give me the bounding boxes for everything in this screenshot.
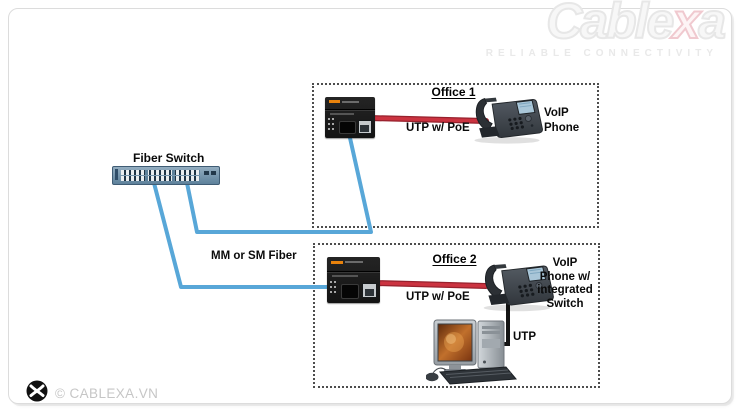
converter-status-leds <box>330 280 338 297</box>
pc-drive-bay <box>482 331 500 334</box>
voip-phone-office2 <box>483 264 554 312</box>
caption-line: integrated <box>537 284 593 296</box>
phone-line-button <box>541 291 545 294</box>
office2-box <box>313 243 600 388</box>
phone-screen <box>515 99 536 115</box>
footer-copyright: © CABLEXA.VN <box>55 386 159 401</box>
phone-base <box>479 126 500 138</box>
rj45-port <box>357 119 372 134</box>
monitor-stand <box>449 365 461 369</box>
phone-handset <box>484 264 503 298</box>
desktop-computer <box>426 319 518 385</box>
switch-port-row-top <box>121 170 200 175</box>
caption-line: Phone <box>544 122 580 134</box>
logo-text-prefix: Cable <box>545 0 675 50</box>
converter-brand-text <box>345 261 364 264</box>
pc-power-button <box>483 360 486 364</box>
utp-poe-label-office1: UTP w/ PoE <box>406 122 470 134</box>
pc-screen-glow <box>446 334 456 344</box>
media-converter-office1 <box>325 97 375 138</box>
phone-hook <box>494 264 507 269</box>
footer-icon-x-stroke <box>29 384 45 397</box>
phone-keypad <box>518 283 535 298</box>
pc-mouse <box>426 372 439 382</box>
converter-lid-seam <box>327 270 380 273</box>
converter-model-text <box>332 275 358 278</box>
utp-poe-cable-office2 <box>373 281 488 288</box>
converter-brand-mark <box>329 100 340 104</box>
keyboard-keys <box>445 369 512 378</box>
office1-box <box>312 83 599 228</box>
fiber-cable-office2 <box>152 181 352 289</box>
caption-line: Phone w/ <box>539 270 591 283</box>
converter-brand-mark <box>331 260 343 264</box>
fiber-switch-label: Fiber Switch <box>133 151 205 165</box>
phone-nav-button <box>535 281 543 290</box>
voip-phone-caption-office1: VoIP Phone <box>544 106 579 136</box>
phone-nav-button <box>524 115 532 122</box>
phone-hook <box>484 97 497 103</box>
converter-status-leds <box>328 118 336 132</box>
phone-base <box>488 293 510 306</box>
phone-screen-lines <box>519 102 532 108</box>
media-converter-office2 <box>327 257 380 303</box>
rj45-port <box>361 282 377 298</box>
voip-phone-office1 <box>474 97 543 144</box>
phone-shadow <box>474 137 540 144</box>
voip-phone-caption-office2: VoIP Phone w/ integrated Switch <box>527 257 603 311</box>
caption-line: VoIP <box>544 107 569 119</box>
phone-handset <box>475 98 493 131</box>
utp-poe-cable-office1 <box>367 116 488 123</box>
fiber-cable-office1 <box>185 118 373 234</box>
pc-screen <box>437 323 473 362</box>
cablexa-footer-icon <box>26 380 48 402</box>
converter-model-text <box>330 113 354 116</box>
office1-title: Office 1 <box>431 85 476 99</box>
caption-line: Switch <box>546 297 584 310</box>
converter-brand-text <box>342 100 359 103</box>
fiber-port <box>338 121 356 135</box>
pc-drive-bay <box>482 326 500 329</box>
phone-line-button <box>530 124 534 127</box>
sfp-port <box>204 171 209 175</box>
canvas-frame <box>8 8 732 404</box>
utp-poe-label-office2: UTP w/ PoE <box>406 291 470 303</box>
caption-line: VoIP <box>552 257 578 269</box>
cablexa-watermark-logo: Cablexa <box>545 0 727 50</box>
switch-logo-chip <box>115 169 118 180</box>
sfp-port <box>211 171 216 175</box>
mouse-cable <box>432 367 447 374</box>
fiber-port <box>341 284 360 299</box>
pc-front-panel <box>482 339 500 348</box>
switch-sfp-ports <box>204 171 216 175</box>
converter-lid-seam <box>325 109 375 112</box>
fiber-run-label: MM or SM Fiber <box>211 250 297 262</box>
logo-text-suffix: a <box>697 0 727 50</box>
logo-accent-x: x <box>671 0 701 50</box>
fiber-switch-device <box>112 166 220 185</box>
phone-shadow <box>483 304 551 312</box>
phone-screen-lines <box>529 268 542 275</box>
brand-tagline: RELIABLE CONNECTIVITY <box>485 48 718 59</box>
office2-title: Office 2 <box>432 252 477 266</box>
switch-port-row-bottom <box>121 176 200 181</box>
utp-label-pc: UTP <box>513 331 536 343</box>
phone-keypad <box>508 116 524 131</box>
